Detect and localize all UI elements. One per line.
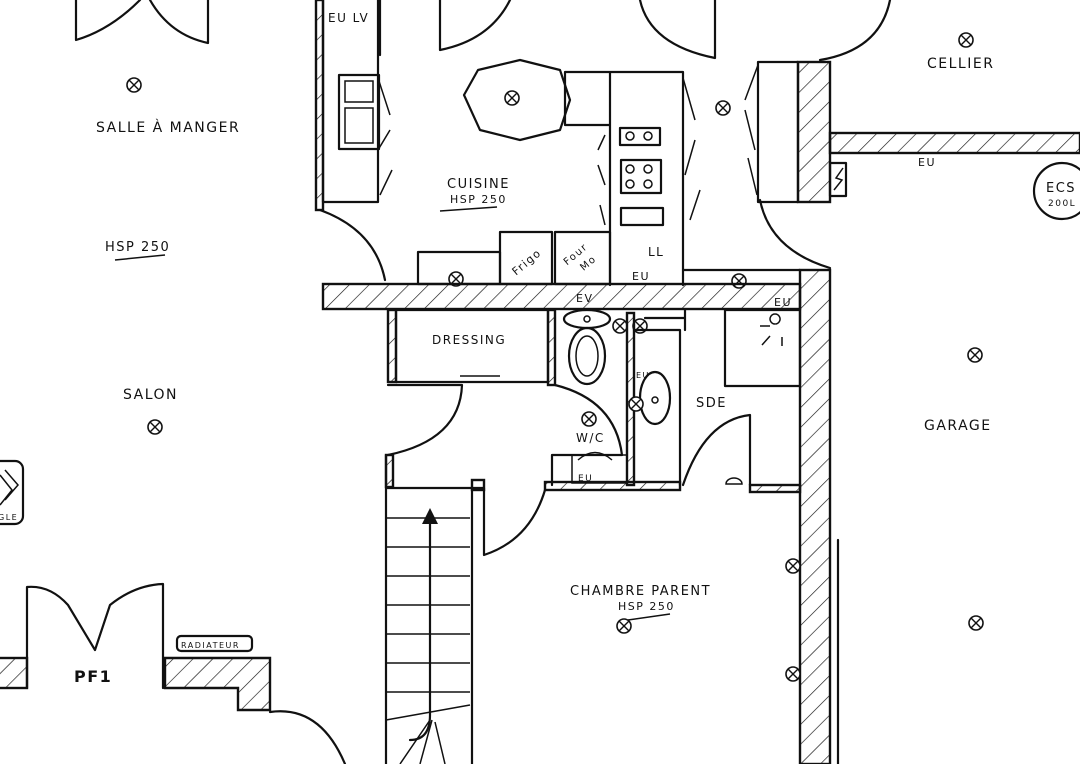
salle-a-manger-label: SALLE À MANGER bbox=[96, 119, 240, 136]
chambre-hsp-label: HSP 250 bbox=[618, 600, 675, 613]
pf1-label: PF1 bbox=[74, 667, 112, 686]
stair-direction-arrow-icon bbox=[422, 508, 438, 524]
staircase bbox=[384, 453, 474, 764]
door-swing-kitchen-top bbox=[438, 0, 512, 52]
door-swing-cellier-right bbox=[818, 0, 892, 62]
cellier-cupboard bbox=[756, 60, 800, 204]
eu-sink-label: EU bbox=[636, 371, 650, 380]
svg-text:200L: 200L bbox=[1048, 199, 1076, 209]
ecs-water-heater: ECS 200L bbox=[1032, 161, 1080, 221]
door-swing-kitchen bbox=[318, 208, 387, 282]
ev-label: EV bbox=[576, 292, 593, 305]
ll-label: LL bbox=[648, 245, 664, 259]
cellier-label: CELLIER bbox=[927, 56, 994, 72]
eu-kitchen-label: EU bbox=[632, 270, 650, 283]
kitchen-table bbox=[462, 58, 572, 142]
door-swing-dressing bbox=[386, 383, 464, 457]
svg-text:Frigo: Frigo bbox=[510, 246, 545, 278]
french-door-pf1 bbox=[25, 582, 165, 690]
eu-cellier-label: EU bbox=[918, 156, 936, 169]
door-swing-cellier bbox=[638, 0, 717, 60]
eu-wall-label: EU bbox=[774, 296, 792, 309]
eu-wc-label: EU bbox=[578, 474, 593, 484]
salle-hsp-label: HSP 250 bbox=[105, 240, 170, 255]
kitchen-left-counter bbox=[314, 0, 393, 212]
svg-text:RADIATEUR: RADIATEUR bbox=[181, 641, 240, 650]
oven-microwave: Four Mo bbox=[553, 230, 612, 286]
electric-panel-icon bbox=[828, 161, 848, 198]
main-wall bbox=[321, 282, 802, 311]
chambre-label: CHAMBRE PARENT bbox=[570, 584, 711, 599]
salon-label: SALON bbox=[123, 387, 178, 403]
cuisine-label: CUISINE bbox=[447, 177, 510, 192]
door-swing-chambre bbox=[470, 486, 547, 557]
dressing-label: DRESSING bbox=[432, 333, 506, 347]
eu-lv-label: EU LV bbox=[328, 11, 369, 25]
garage-wall bbox=[798, 268, 832, 764]
cellier-horizontal-wall bbox=[828, 131, 1080, 155]
door-swing-dining bbox=[74, 0, 210, 45]
wc-label: W/C bbox=[576, 431, 605, 445]
toilet bbox=[562, 308, 612, 386]
radiator: RADIATEUR bbox=[175, 634, 254, 653]
cellier-wall bbox=[796, 60, 832, 204]
fridge: Frigo bbox=[498, 230, 554, 286]
garage-label: GARAGE bbox=[924, 418, 992, 434]
shower bbox=[723, 308, 802, 388]
sde-label: SDE bbox=[696, 396, 727, 411]
door-swing-sde bbox=[681, 413, 752, 487]
cuisine-hsp-label: HSP 250 bbox=[450, 193, 507, 206]
stove-icon: GLE bbox=[0, 459, 25, 526]
svg-text:GLE: GLE bbox=[0, 513, 18, 522]
svg-text:ECS: ECS bbox=[1046, 181, 1076, 196]
